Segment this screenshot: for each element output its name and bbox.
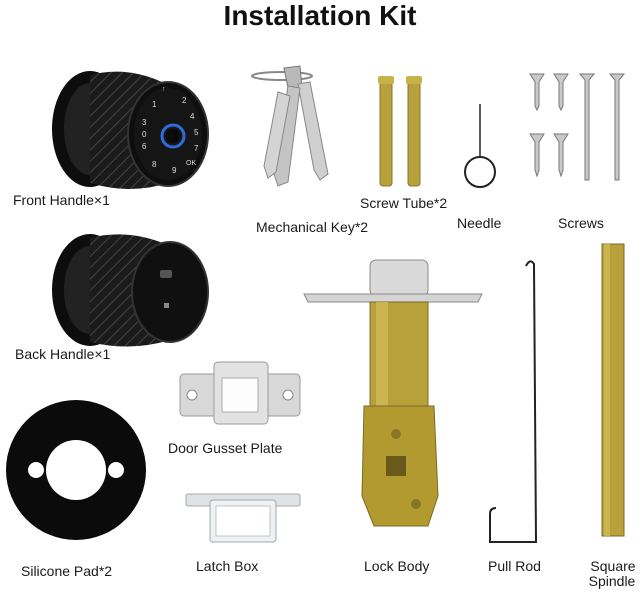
mechanical-key-label: Mechanical Key*2 xyxy=(256,219,369,235)
square-spindle-label-line2: Spindle xyxy=(588,573,636,589)
key-3[interactable]: 3 xyxy=(142,118,147,127)
battery-cover-icon xyxy=(160,270,172,278)
page-title: Installation Kit xyxy=(223,0,417,31)
door-gusset-plate-label: Door Gusset Plate xyxy=(168,440,283,456)
key-0[interactable]: 0 xyxy=(142,130,147,139)
needle-label: Needle xyxy=(457,215,502,231)
lock-body-image xyxy=(303,259,483,527)
key-7[interactable]: 7 xyxy=(194,144,199,153)
needle-image xyxy=(464,104,496,188)
key-6[interactable]: 6 xyxy=(142,142,147,151)
key-9[interactable]: 9 xyxy=(172,166,177,175)
pull-rod-image xyxy=(489,260,538,543)
square-spindle-label-line1: Square xyxy=(590,558,636,574)
key-5[interactable]: 5 xyxy=(194,128,199,137)
screw-tube-label: Screw Tube*2 xyxy=(360,195,448,211)
screws-image xyxy=(529,73,626,181)
key-4[interactable]: 4 xyxy=(190,112,195,121)
back-handle-label: Back Handle×1 xyxy=(15,346,111,362)
key-2[interactable]: 2 xyxy=(182,96,187,105)
front-handle-image xyxy=(52,71,209,189)
key-ok[interactable]: OK xyxy=(186,160,197,167)
pull-rod-label: Pull Rod xyxy=(488,558,541,574)
front-handle-label: Front Handle×1 xyxy=(13,192,110,208)
square-spindle-image xyxy=(601,243,625,537)
key-up[interactable]: ↑ xyxy=(162,86,166,93)
fingerprint-ring xyxy=(160,123,186,149)
key-1[interactable]: 1 xyxy=(152,100,157,109)
screw-tube-image xyxy=(378,76,422,187)
silicone-pad-label: Silicone Pad*2 xyxy=(21,563,113,579)
lock-body-label: Lock Body xyxy=(364,558,430,574)
keypad: ↑ 1 2 3 4 5 6 7 8 9 0 OK xyxy=(136,86,206,182)
door-gusset-plate-image xyxy=(179,361,301,425)
screws-label: Screws xyxy=(558,215,604,231)
latch-box-image xyxy=(185,493,301,543)
mechanical-key-image xyxy=(251,65,329,187)
back-handle-image xyxy=(52,234,209,347)
latch-box-label: Latch Box xyxy=(196,558,259,574)
silicone-pad-image xyxy=(6,400,146,540)
key-8[interactable]: 8 xyxy=(152,160,157,169)
